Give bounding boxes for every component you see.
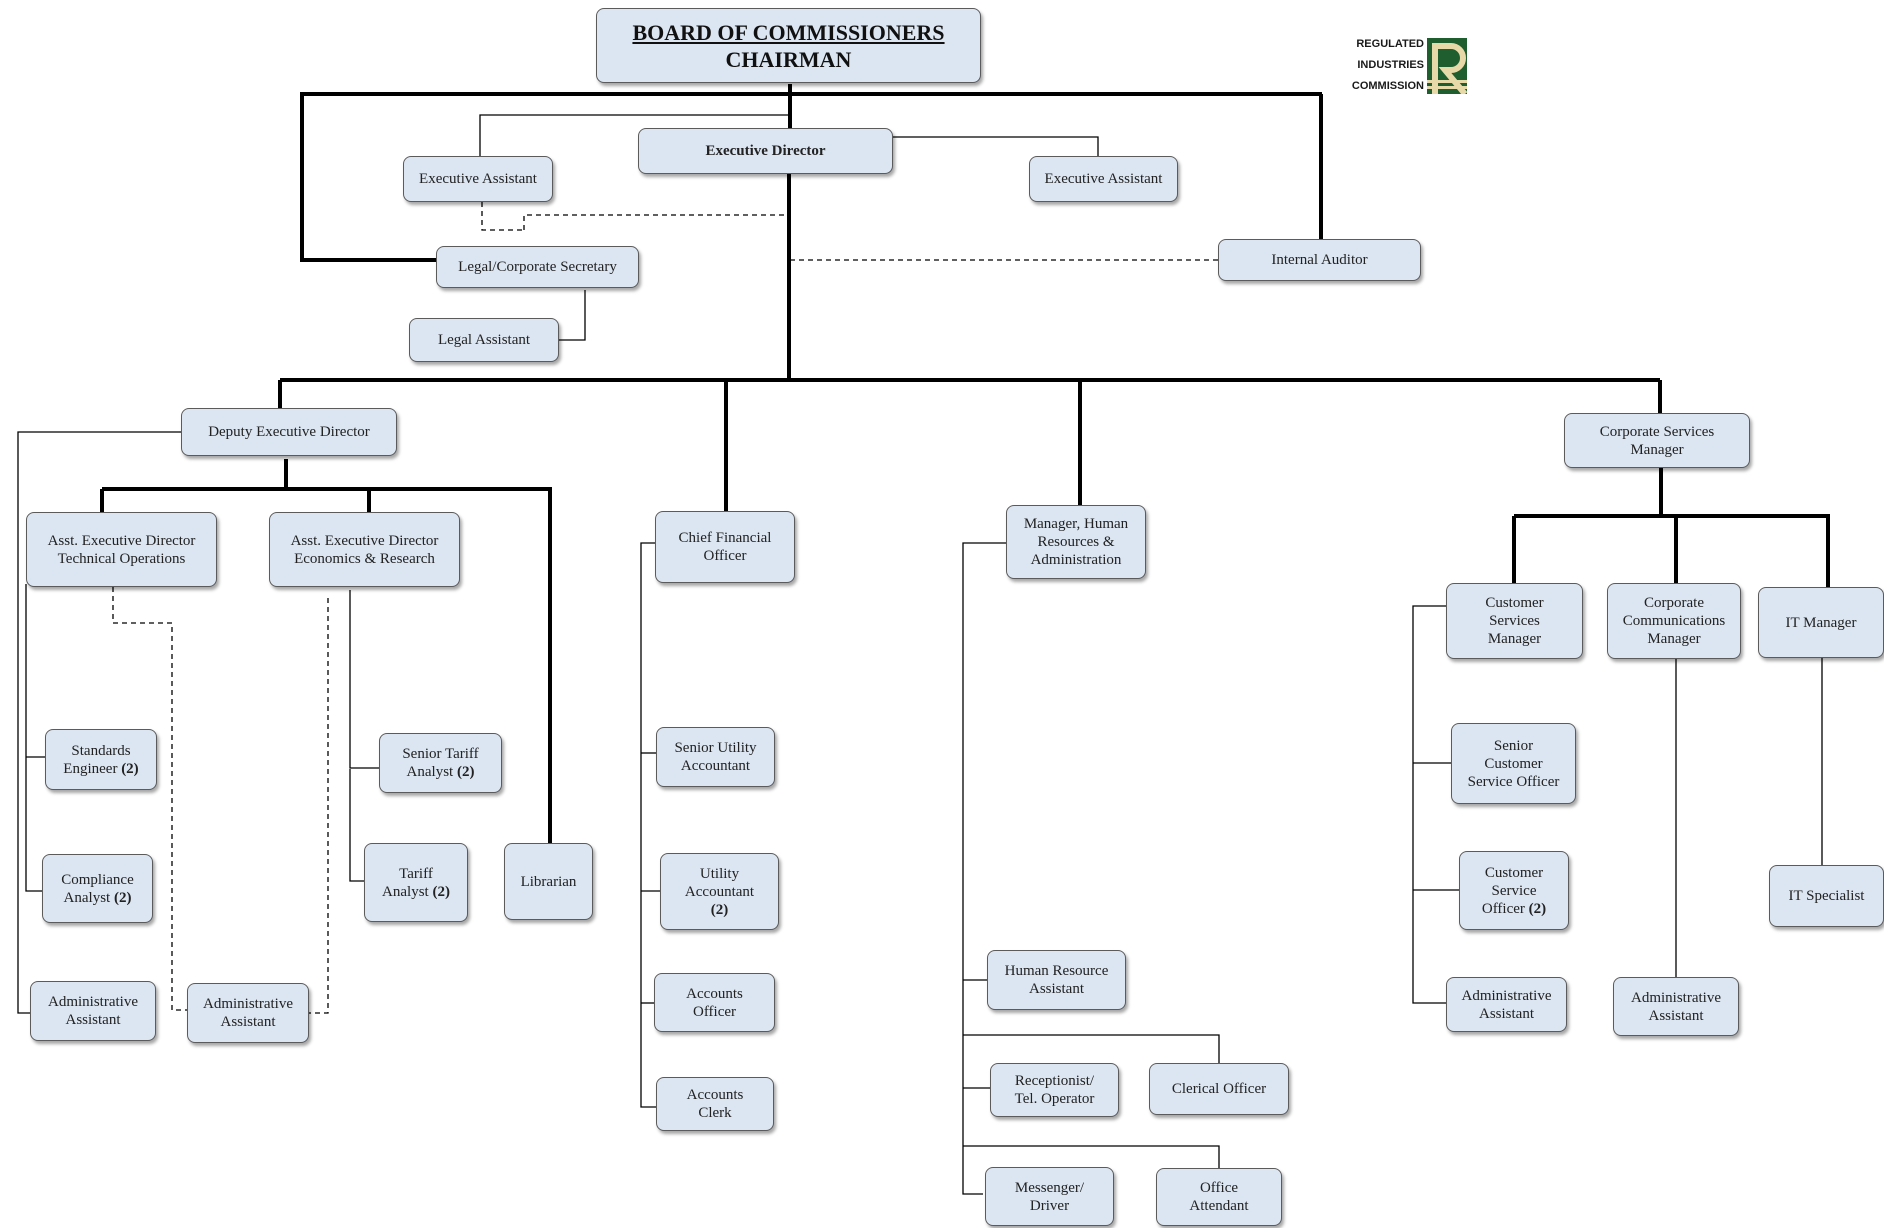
it-specialist-label: IT Specialist [1788,888,1865,904]
administrative-assistant-deputy-box[interactable]: Administrative Assistant [30,981,156,1041]
corporate-services-manager-label: Corporate Services Manager [1599,423,1715,458]
ric-logo: REGULATED INDUSTRIES COMMISSION [1340,36,1480,96]
it-manager-box[interactable]: IT Manager [1758,587,1884,658]
executive-director-label: Executive Director [705,143,826,159]
executive-assistant-label: Executive Assistant [419,171,537,187]
legal-corporate-secretary-box[interactable]: Legal/Corporate Secretary [436,246,639,288]
accounts-clerk-label: Accounts Clerk [686,1087,744,1121]
standards-engineer-box[interactable]: Standards Engineer (2) [45,729,157,790]
utility-accountant-box[interactable]: Utility Accountant (2) [660,853,779,930]
librarian-label: Librarian [520,873,577,890]
senior-tariff-analyst-label: Senior Tariff Analyst [402,746,479,780]
chairman-title: CHAIRMAN [725,46,852,72]
it-specialist-box[interactable]: IT Specialist [1769,865,1884,927]
asst-ed-economics-box[interactable]: Asst. Executive Director Economics & Res… [269,512,460,587]
administrative-assistant-label: Administrative Assistant [48,994,138,1028]
legal-assistant-box[interactable]: Legal Assistant [409,318,559,362]
accounts-officer-box[interactable]: Accounts Officer [654,973,775,1032]
corporate-communications-manager-label: Corporate Communications Manager [1622,595,1726,647]
senior-utility-accountant-label: Senior Utility Accountant [674,740,757,774]
senior-tariff-analyst-box[interactable]: Senior Tariff Analyst (2) [379,733,502,793]
senior-utility-accountant-box[interactable]: Senior Utility Accountant [656,727,775,787]
senior-tariff-analyst-count: (2) [456,764,475,780]
legal-corporate-secretary-label: Legal/Corporate Secretary [458,259,617,275]
executive-assistant-right-box[interactable]: Executive Assistant [1029,156,1178,202]
senior-customer-service-officer-label: Senior Customer Service Officer [1467,737,1560,790]
receptionist-label: Receptionist/ Tel. Operator [1014,1073,1095,1107]
administrative-assistant-customer-box[interactable]: Administrative Assistant [1446,977,1567,1032]
tariff-analyst-count: (2) [432,883,450,900]
chief-financial-officer-box[interactable]: Chief Financial Officer [655,511,795,583]
accounts-clerk-box[interactable]: Accounts Clerk [656,1077,774,1131]
executive-assistant-left-box[interactable]: Executive Assistant [403,156,553,202]
asst-ed-technical-label: Asst. Executive Director Technical Opera… [47,532,196,567]
customer-service-officer-box[interactable]: Customer Service Officer (2) [1459,851,1569,930]
logo-r-mark-icon [1427,38,1468,94]
administrative-assistant-comms-box[interactable]: Administrative Assistant [1613,977,1739,1036]
messenger-driver-label: Messenger/ Driver [1014,1179,1085,1214]
legal-assistant-label: Legal Assistant [437,332,531,348]
tariff-analyst-label: Tariff Analyst [382,865,433,900]
senior-customer-service-officer-box[interactable]: Senior Customer Service Officer [1451,723,1576,804]
corporate-services-manager-box[interactable]: Corporate Services Manager [1564,413,1750,468]
manager-human-resources-box[interactable]: Manager, Human Resources & Administratio… [1006,505,1146,579]
receptionist-box[interactable]: Receptionist/ Tel. Operator [990,1063,1119,1117]
asst-ed-economics-label: Asst. Executive Director Economics & Res… [290,532,439,567]
primary-reporting-lines [100,84,1830,843]
human-resource-assistant-box[interactable]: Human Resource Assistant [987,950,1126,1010]
internal-auditor-label: Internal Auditor [1271,252,1368,268]
deputy-executive-director-label: Deputy Executive Director [208,424,370,440]
secondary-reporting-lines [17,114,1823,1195]
customer-services-manager-box[interactable]: Customer Services Manager [1446,583,1583,659]
tariff-analyst-box[interactable]: Tariff Analyst (2) [364,843,468,922]
clerical-officer-box[interactable]: Clerical Officer [1149,1063,1289,1115]
executive-assistant-label: Executive Assistant [1044,171,1163,187]
administrative-assistant-label: Administrative Assistant [203,996,293,1030]
logo-text-line2: INDUSTRIES [1357,59,1424,71]
utility-accountant-count: (2) [710,901,729,918]
internal-auditor-box[interactable]: Internal Auditor [1218,239,1421,281]
asst-ed-technical-box[interactable]: Asst. Executive Director Technical Opera… [26,512,217,587]
administrative-assistant-label: Administrative Assistant [1461,987,1552,1022]
manager-human-resources-label: Manager, Human Resources & Administratio… [1023,516,1129,568]
administrative-assistant-asst-ed-box[interactable]: Administrative Assistant [187,983,309,1043]
utility-accountant-label: Utility Accountant [684,865,755,900]
messenger-driver-box[interactable]: Messenger/ Driver [985,1167,1114,1226]
clerical-officer-label: Clerical Officer [1171,1081,1267,1097]
librarian-box[interactable]: Librarian [504,843,593,920]
executive-director-box[interactable]: Executive Director [638,128,893,174]
office-attendant-box[interactable]: Office Attendant [1156,1168,1282,1226]
standards-engineer-label: Standards Engineer [63,742,131,777]
customer-service-officer-count: (2) [1528,900,1547,917]
standards-engineer-count: (2) [121,760,139,777]
administrative-assistant-label: Administrative Assistant [1631,989,1721,1024]
accounts-officer-label: Accounts Officer [686,985,743,1020]
compliance-analyst-count: (2) [113,889,132,906]
human-resource-assistant-label: Human Resource Assistant [1004,963,1109,997]
logo-text-line3: COMMISSION [1351,80,1424,92]
office-attendant-label: Office Attendant [1189,1180,1249,1214]
customer-service-officer-label: Customer Service Officer [1481,864,1544,917]
customer-services-manager-label: Customer Services Manager [1485,595,1544,647]
logo-text-line1: REGULATED [1356,38,1424,50]
dotted-line-relationships [112,202,1218,1014]
board-title: BOARD OF COMMISSIONERS [632,19,945,45]
compliance-analyst-box[interactable]: Compliance Analyst (2) [42,854,153,923]
it-manager-label: IT Manager [1785,614,1857,631]
compliance-analyst-label: Compliance Analyst [61,871,134,906]
chief-financial-officer-label: Chief Financial Officer [678,530,772,564]
deputy-executive-director-box[interactable]: Deputy Executive Director [181,408,397,456]
board-of-commissioners-box[interactable]: BOARD OF COMMISSIONERS CHAIRMAN [596,8,981,83]
corporate-communications-manager-box[interactable]: Corporate Communications Manager [1607,583,1741,659]
